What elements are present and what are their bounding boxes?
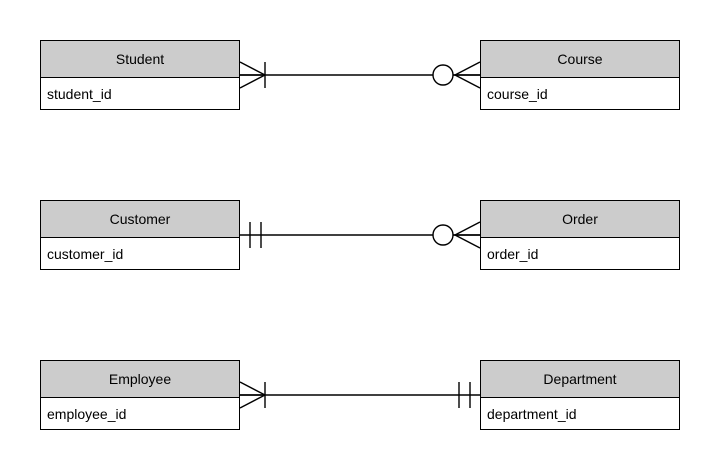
entity-name-student: Student	[41, 41, 239, 78]
attribute-order_id: order_id	[487, 245, 539, 262]
entity-attributes-department: department_id	[481, 398, 679, 429]
cardinality-student-course-from-prong-bottom	[239, 74, 266, 89]
cardinality-student-course-to-prong-bottom	[454, 74, 481, 89]
entity-student[interactable]: Student student_id	[40, 40, 240, 110]
cardinality-customer-order-to-prong-bottom	[454, 234, 481, 249]
entity-department[interactable]: Department department_id	[480, 360, 680, 430]
attribute-course_id: course_id	[487, 85, 548, 102]
cardinality-customer-order-to-optional-circle	[432, 224, 454, 246]
entity-attributes-employee: employee_id	[41, 398, 239, 429]
cardinality-employee-department-from-prong-top	[239, 381, 266, 396]
entity-attributes-course: course_id	[481, 78, 679, 109]
attribute-customer_id: customer_id	[47, 245, 124, 262]
entity-name-order: Order	[481, 201, 679, 238]
entity-attributes-order: order_id	[481, 238, 679, 269]
entity-attributes-customer: customer_id	[41, 238, 239, 269]
attribute-student_id: student_id	[47, 85, 112, 102]
entity-name-department: Department	[481, 361, 679, 398]
cardinality-student-course-from-prong-top	[239, 61, 266, 76]
entity-course[interactable]: Course course_id	[480, 40, 680, 110]
entity-employee[interactable]: Employee employee_id	[40, 360, 240, 430]
entity-name-customer: Customer	[41, 201, 239, 238]
cardinality-student-course-to-prong-top	[454, 61, 481, 76]
entity-customer[interactable]: Customer customer_id	[40, 200, 240, 270]
entity-name-course: Course	[481, 41, 679, 78]
entity-order[interactable]: Order order_id	[480, 200, 680, 270]
cardinality-employee-department-from-prong-bottom	[239, 394, 266, 409]
entity-attributes-student: student_id	[41, 78, 239, 109]
entity-name-employee: Employee	[41, 361, 239, 398]
cardinality-student-course-to-optional-circle	[432, 64, 454, 86]
attribute-department_id: department_id	[487, 405, 577, 422]
cardinality-customer-order-to-prong-top	[454, 221, 481, 236]
attribute-employee_id: employee_id	[47, 405, 127, 422]
